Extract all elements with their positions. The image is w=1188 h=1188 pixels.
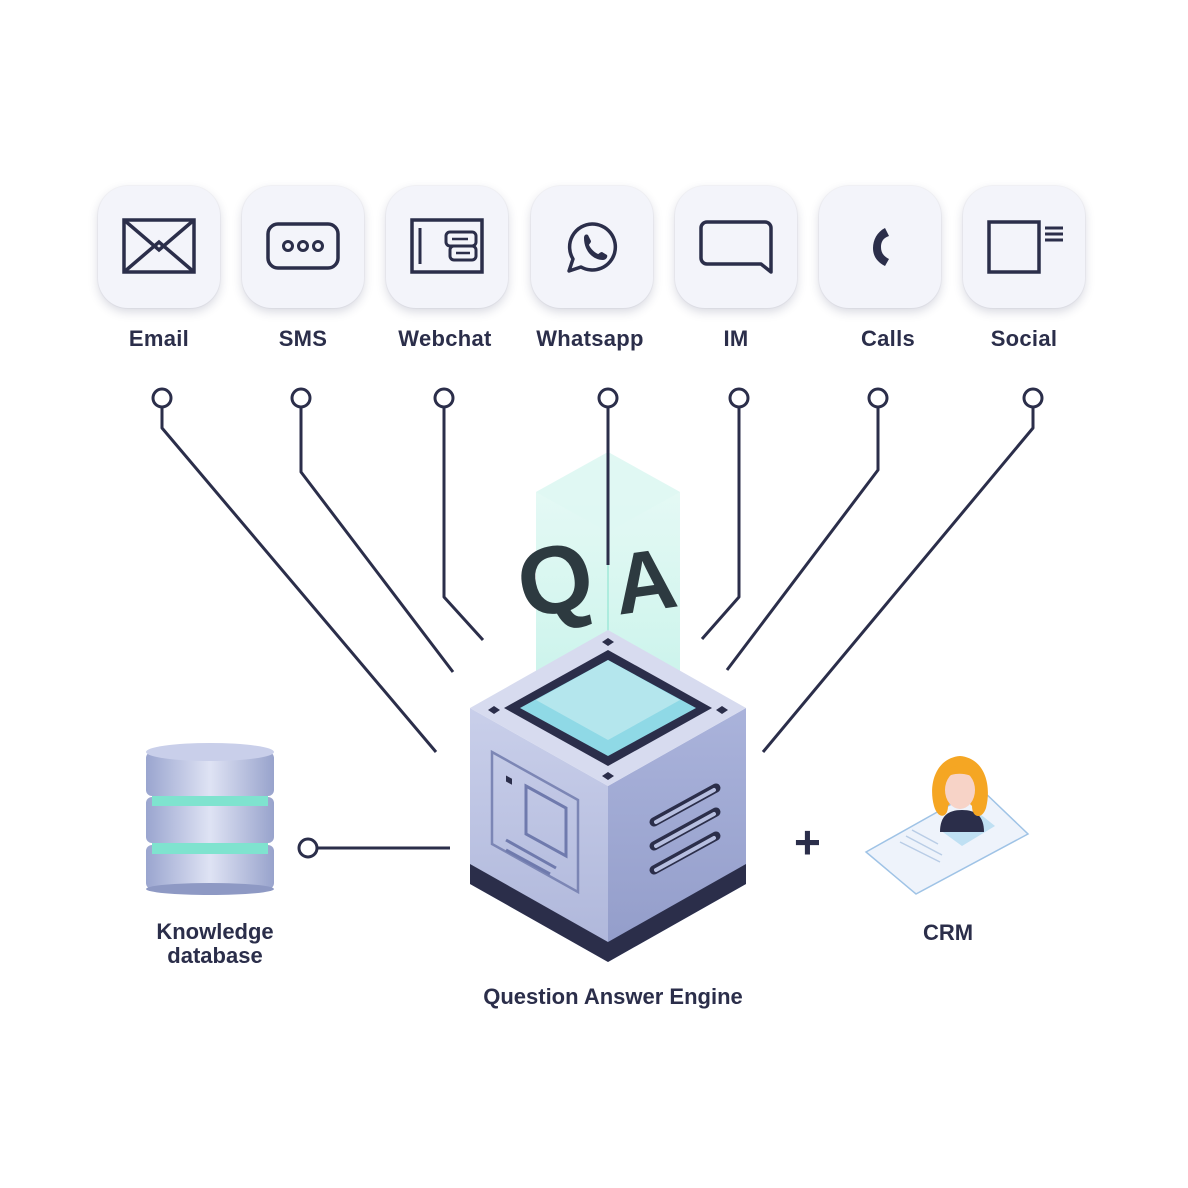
- channel-sms[interactable]: [242, 186, 364, 308]
- knowledge-database-label: Knowledge database: [110, 920, 320, 968]
- channel-label-im: IM: [723, 326, 749, 351]
- envelope-icon: [122, 218, 196, 274]
- database-icon: [146, 743, 274, 895]
- phone-icon: [873, 228, 889, 266]
- channel-im[interactable]: [675, 186, 797, 308]
- calls-port: [867, 387, 889, 409]
- channel-label-social: Social: [990, 326, 1058, 351]
- plus-sign: +: [794, 816, 821, 868]
- social-post-icon: [987, 220, 1063, 274]
- email-port: [151, 387, 173, 409]
- sms-connector: [299, 408, 455, 673]
- webchat-port: [433, 387, 455, 409]
- email-connector: [160, 408, 438, 753]
- im-connector: [700, 408, 741, 640]
- channel-label-calls: Calls: [860, 326, 916, 351]
- sms-bubble-icon: [266, 222, 340, 270]
- channel-email[interactable]: [98, 186, 220, 308]
- webchat-window-icon: [410, 218, 484, 274]
- channel-label-webchat: Webchat: [398, 326, 492, 351]
- knowledge-label-line1: Knowledge: [156, 919, 274, 944]
- webchat-connector: [442, 408, 485, 642]
- channel-webchat[interactable]: [386, 186, 508, 308]
- sms-port: [290, 387, 312, 409]
- a-letter: A: [608, 530, 683, 634]
- whatsapp-icon: [567, 222, 618, 273]
- channel-whatsapp[interactable]: [531, 186, 653, 308]
- knowledge-label-line2: database: [167, 943, 263, 968]
- channel-label-sms: SMS: [278, 326, 328, 351]
- channel-calls[interactable]: [819, 186, 941, 308]
- im-port: [728, 387, 750, 409]
- calls-connector: [725, 408, 880, 671]
- crm-label: CRM: [922, 920, 974, 945]
- whatsapp-port: [597, 387, 619, 409]
- contact-card-icon: [864, 756, 1030, 895]
- question-answer-engine-cube: [470, 630, 746, 962]
- channel-social[interactable]: [963, 186, 1085, 308]
- knowledge-port: [297, 837, 319, 859]
- social-connector: [761, 408, 1035, 753]
- chat-bubble-icon: [699, 220, 773, 274]
- channel-label-whatsapp: Whatsapp: [536, 326, 644, 351]
- social-port: [1022, 387, 1044, 409]
- channel-label-email: Email: [128, 326, 190, 351]
- engine-label: Question Answer Engine: [483, 984, 743, 1009]
